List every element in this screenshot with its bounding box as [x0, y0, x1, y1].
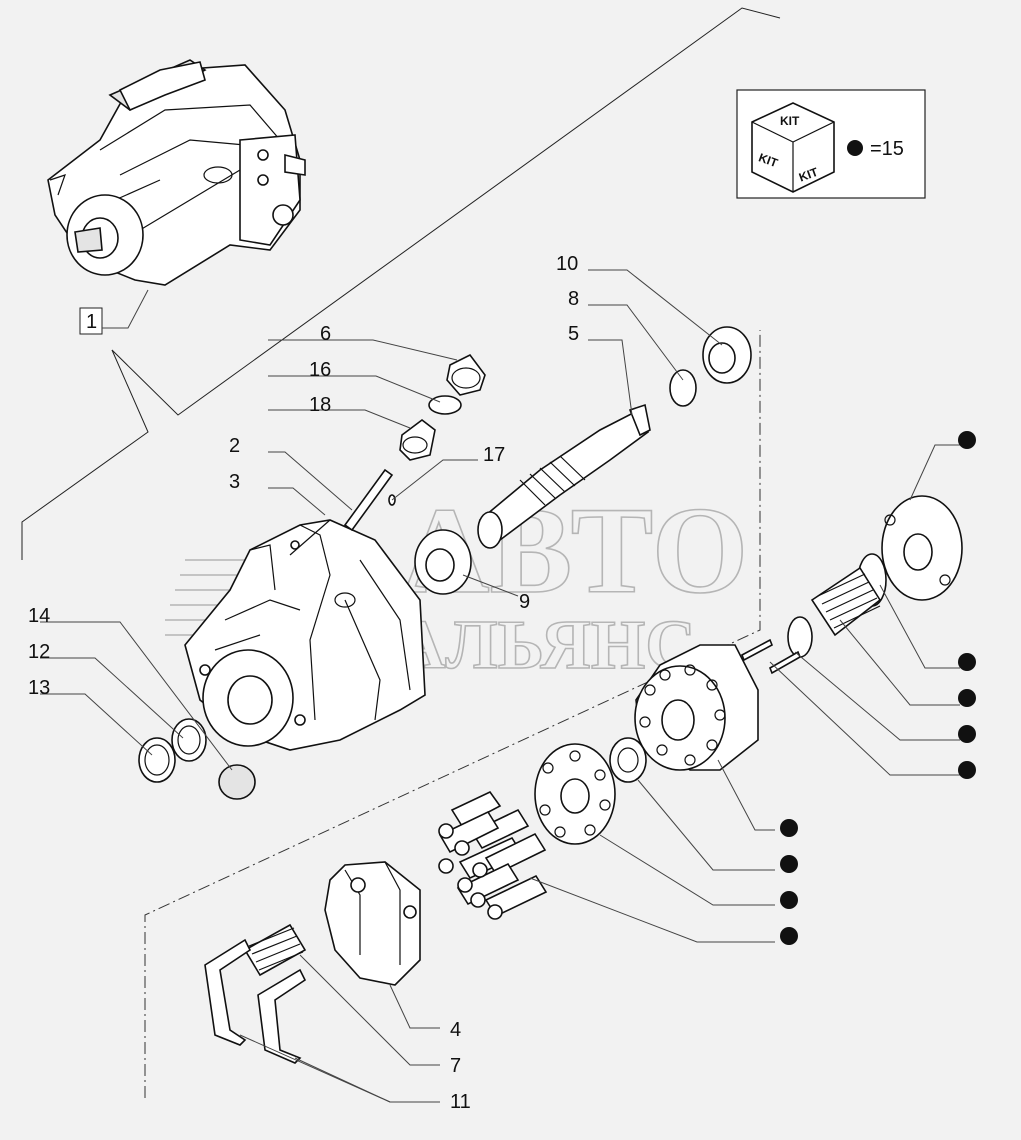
kit-label-top: KIT [780, 114, 800, 128]
callout-9: 9 [519, 591, 530, 613]
watermark-line2: АЛЬЯНС [395, 607, 696, 684]
callout-10: 10 [556, 253, 578, 275]
callout-14: 14 [28, 605, 50, 627]
callout-16: 16 [309, 359, 331, 381]
bearing-shells [204, 938, 307, 1064]
kit-dot-icon [780, 819, 798, 837]
plug [446, 353, 486, 396]
spring-lower [243, 923, 307, 977]
watermark: АВТО АЛЬЯНС [165, 481, 749, 685]
callout-12: 12 [28, 641, 50, 663]
kit-dot-icon [780, 891, 798, 909]
bearing-upper [702, 326, 752, 384]
swash-plate [324, 861, 421, 986]
retaining-plate [534, 743, 616, 845]
kit-dot-icon [958, 725, 976, 743]
callout-5: 5 [568, 323, 579, 345]
seal-ring-12 [171, 718, 207, 762]
kit-dot-icon [958, 761, 976, 779]
piston-set [438, 790, 548, 920]
callout-17: 17 [483, 444, 505, 466]
callout-8: 8 [568, 288, 579, 310]
kit-dot-icon [958, 431, 976, 449]
callout-7: 7 [450, 1055, 461, 1077]
callout-2: 2 [229, 435, 240, 457]
kit-dot-icon [958, 689, 976, 707]
pump-assembly [47, 59, 306, 286]
spring-upper [810, 566, 882, 637]
kit-markers [780, 431, 976, 945]
callout-18: 18 [309, 394, 331, 416]
housing [184, 519, 426, 751]
callout-1-box [79, 307, 103, 335]
callout-11: 11 [450, 1091, 471, 1113]
callout-13: 13 [28, 677, 50, 699]
kit-label-left: KIT [757, 150, 781, 170]
cylinder-block [634, 644, 759, 771]
kit-quantity: =15 [870, 138, 904, 160]
section-frames [21, 7, 781, 1098]
shaft [477, 403, 651, 549]
callout-labels: 6 16 18 2 3 17 10 8 5 9 14 12 13 4 7 11 [28, 253, 579, 1113]
callout-1-label: 1 [86, 311, 97, 333]
shim [669, 369, 697, 407]
callout-4: 4 [450, 1019, 461, 1041]
kit-dot-icon [958, 653, 976, 671]
callout-3: 3 [229, 471, 240, 493]
snap-ring-13 [138, 737, 176, 783]
ball-guide [609, 737, 647, 783]
pin [343, 468, 394, 532]
callout-6: 6 [320, 323, 331, 345]
ring-lower [787, 616, 813, 658]
kit-dot-icon [780, 927, 798, 945]
leader-lines [40, 269, 960, 1103]
pins-small [740, 638, 802, 675]
plug-ball [218, 764, 256, 800]
bearing [414, 529, 472, 595]
bush [399, 418, 436, 461]
valve-plate [881, 495, 963, 601]
kit-label-right: KIT [797, 165, 821, 185]
washer-16 [428, 395, 462, 415]
kit-dot-icon [847, 140, 863, 156]
callout-1: 1 [79, 289, 149, 335]
kit-legend: KIT KIT KIT =15 [736, 89, 926, 199]
kit-dot-icon [780, 855, 798, 873]
